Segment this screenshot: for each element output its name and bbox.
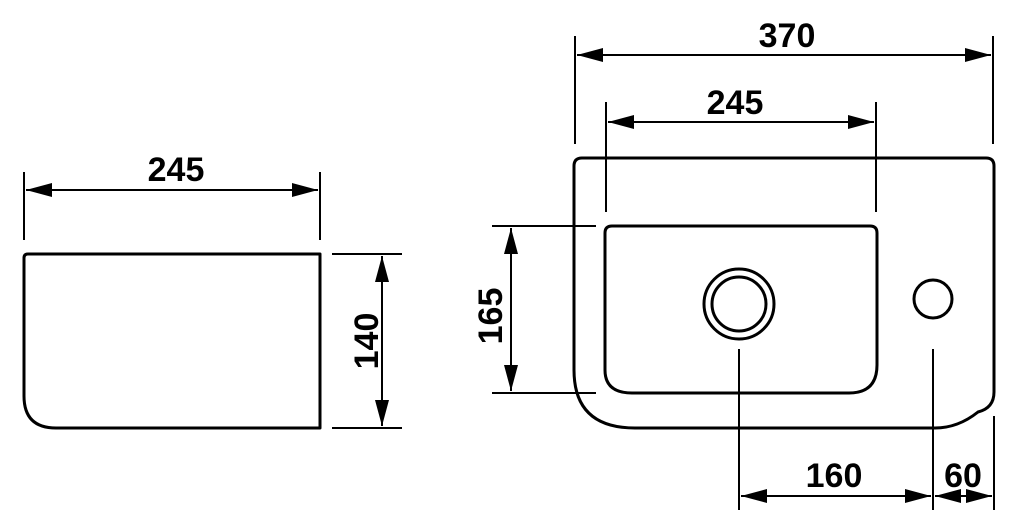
side-width-arrow-right bbox=[292, 183, 318, 197]
side-height-arrow-top bbox=[375, 256, 389, 282]
tap-to-edge-arrow-left bbox=[935, 489, 961, 503]
tap-hole bbox=[912, 278, 954, 320]
drain-outer-ring bbox=[702, 267, 776, 341]
top-view: 370 245 165 160 60 bbox=[472, 17, 996, 510]
overall-width-arrow-right bbox=[965, 48, 991, 62]
bowl-width-label: 245 bbox=[707, 84, 764, 122]
tap-to-edge-arrow-right bbox=[966, 489, 992, 503]
tap-to-edge-label: 60 bbox=[944, 457, 982, 495]
bowl-outline bbox=[603, 224, 879, 395]
bowl-width-arrow-right bbox=[848, 115, 874, 129]
bowl-width-arrow-left bbox=[608, 115, 634, 129]
side-view: 245 140 bbox=[22, 151, 402, 430]
bowl-depth-label: 165 bbox=[472, 288, 510, 345]
overall-width-arrow-left bbox=[577, 48, 603, 62]
drain-inner-ring bbox=[710, 275, 768, 333]
side-width-label: 245 bbox=[148, 151, 205, 189]
bowl-depth-arrow-top bbox=[504, 228, 518, 254]
top-view-basin-outline bbox=[572, 156, 996, 430]
overall-width-label: 370 bbox=[759, 17, 816, 55]
side-height-label: 140 bbox=[348, 313, 386, 370]
side-width-arrow-left bbox=[26, 183, 52, 197]
drain-to-tap-arrow-left bbox=[741, 489, 767, 503]
drain-to-tap-arrow-right bbox=[905, 489, 931, 503]
drain-to-tap-label: 160 bbox=[806, 457, 863, 495]
side-view-body-outline bbox=[22, 252, 322, 430]
side-height-arrow-bottom bbox=[375, 400, 389, 426]
bowl-depth-arrow-bottom bbox=[504, 365, 518, 391]
